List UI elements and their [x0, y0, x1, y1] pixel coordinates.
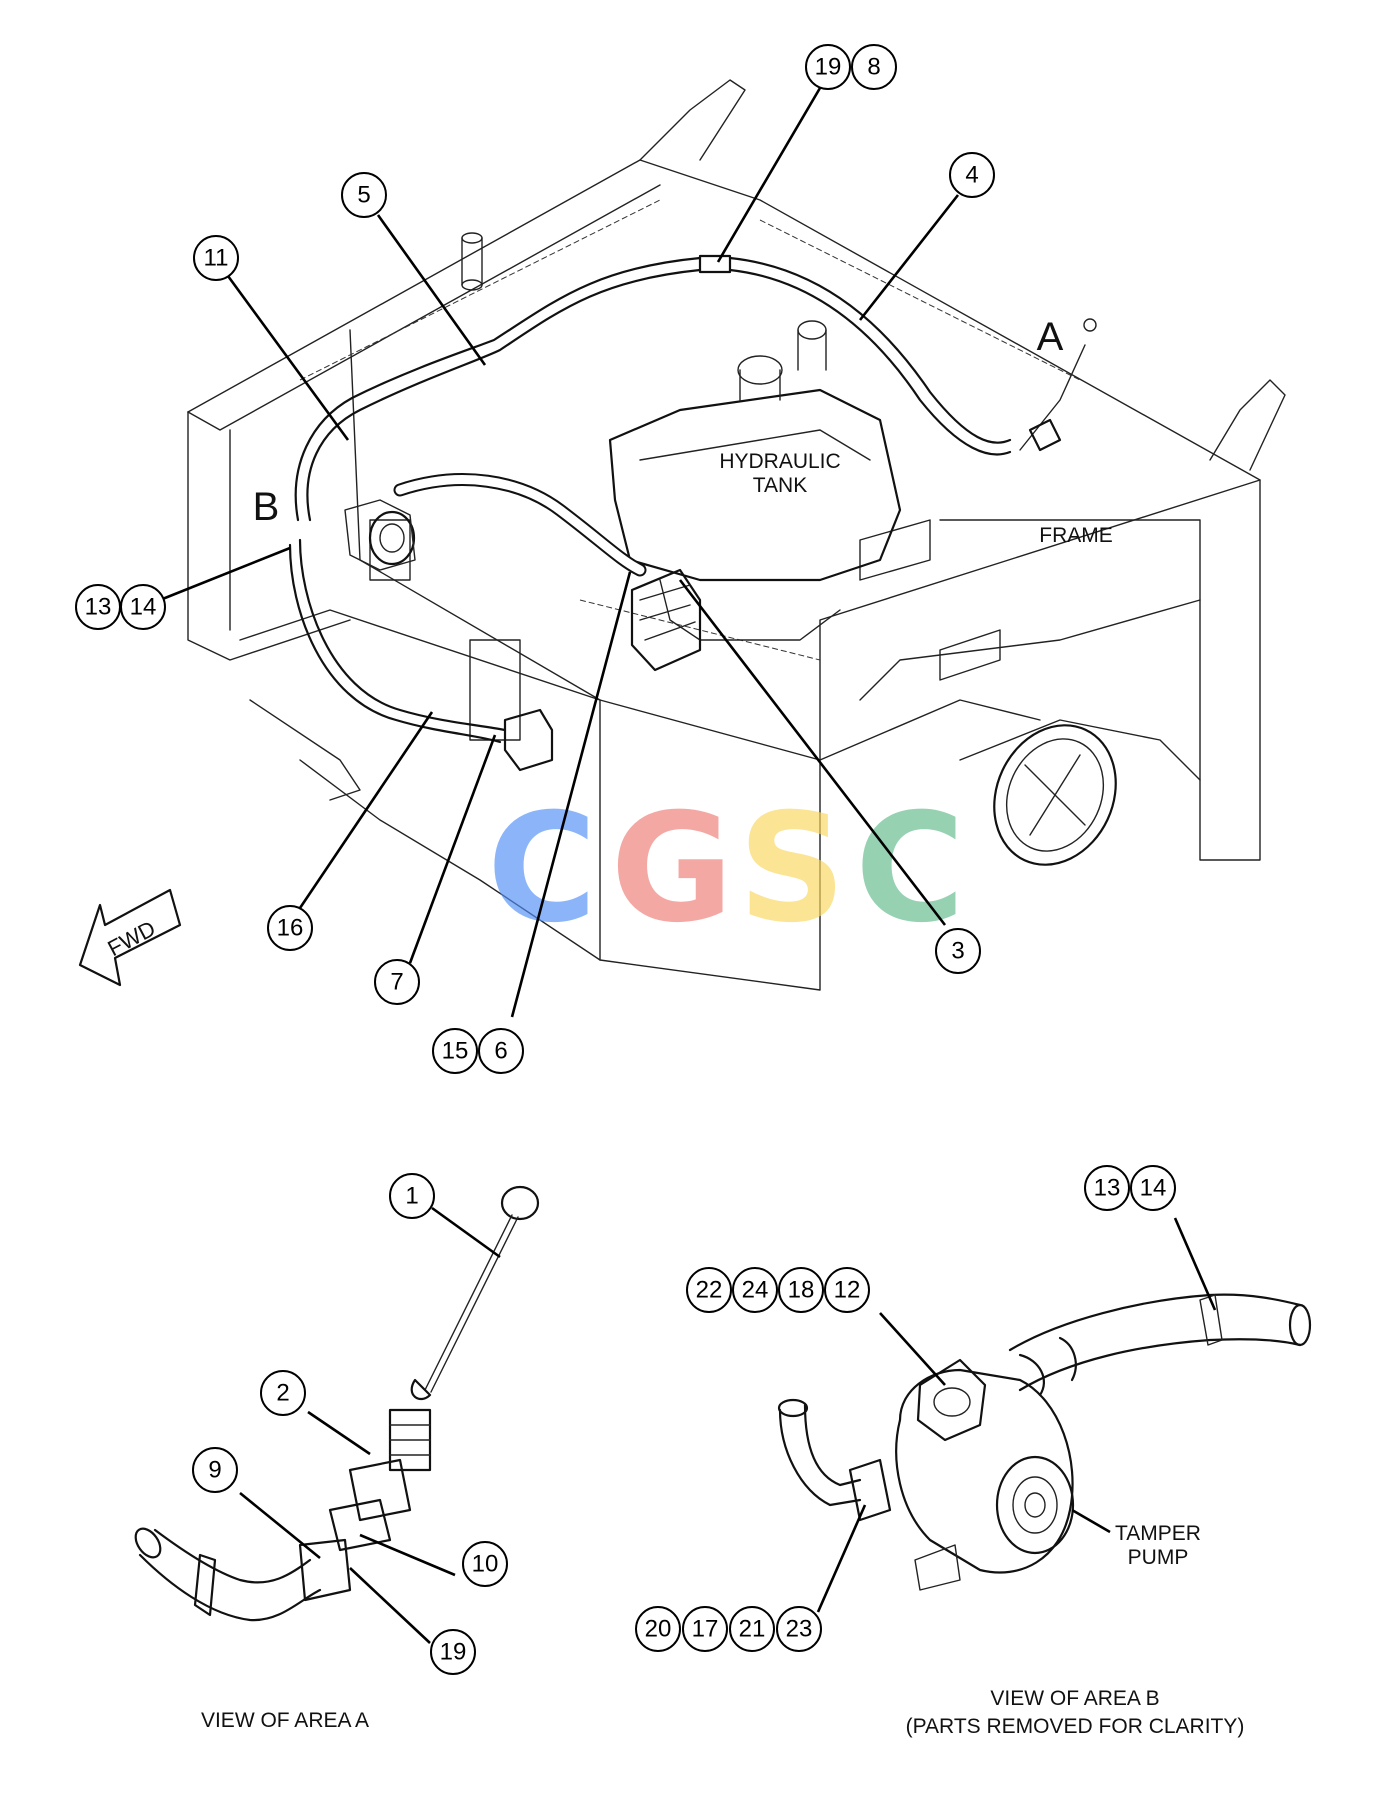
callout-19-area-a: 19 — [430, 1629, 476, 1675]
caption-area-b-line2: (PARTS REMOVED FOR CLARITY) — [906, 1715, 1245, 1738]
callout-14-main: 14 — [120, 584, 166, 630]
svg-text:1: 1 — [405, 1183, 418, 1210]
svg-text:13: 13 — [85, 594, 112, 621]
svg-text:23: 23 — [786, 1616, 813, 1643]
callout-3: 3 — [935, 928, 981, 974]
callout-10: 10 — [462, 1541, 508, 1587]
callout-24: 24 — [732, 1267, 778, 1313]
svg-text:14: 14 — [130, 594, 157, 621]
svg-text:11: 11 — [204, 245, 229, 272]
frame-label: FRAME — [1039, 524, 1113, 547]
callout-22: 22 — [686, 1267, 732, 1313]
svg-text:9: 9 — [208, 1457, 221, 1484]
callout-15: 15 — [432, 1028, 478, 1074]
svg-text:3: 3 — [951, 938, 964, 965]
svg-text:7: 7 — [390, 969, 403, 996]
svg-text:24: 24 — [742, 1277, 769, 1304]
callout-8: 8 — [851, 44, 897, 90]
callout-23: 23 — [776, 1606, 822, 1652]
svg-text:5: 5 — [357, 182, 370, 209]
svg-text:17: 17 — [692, 1616, 719, 1643]
fwd-arrow-icon: FWD — [78, 888, 182, 987]
callout-leaders-area-b — [816, 1217, 1217, 1613]
callout-17: 17 — [682, 1606, 728, 1652]
callout-1: 1 — [389, 1173, 435, 1219]
svg-text:19: 19 — [440, 1639, 467, 1666]
hydraulic-tank — [608, 320, 902, 641]
frame-structure — [187, 79, 1286, 991]
callout-9: 9 — [192, 1447, 238, 1493]
callout-13-area-b: 13 — [1084, 1165, 1130, 1211]
hoses-main — [288, 254, 1097, 744]
handwheel — [993, 724, 1117, 866]
caption-area-a: VIEW OF AREA A — [201, 1709, 369, 1732]
callout-6: 6 — [478, 1028, 524, 1074]
callout-13-main: 13 — [75, 584, 121, 630]
svg-text:20: 20 — [645, 1616, 672, 1643]
svg-text:4: 4 — [965, 162, 978, 189]
watermark-letter-3: S — [738, 782, 846, 956]
caption-area-b-line1: VIEW OF AREA B — [990, 1687, 1159, 1710]
svg-text:10: 10 — [472, 1551, 499, 1578]
watermark: C G S C — [487, 782, 965, 956]
svg-text:2: 2 — [276, 1380, 289, 1407]
valve-block-lower — [503, 708, 554, 772]
callout-12: 12 — [824, 1267, 870, 1313]
hydraulic-tank-label-line1: HYDRAULIC — [719, 450, 840, 473]
callout-7: 7 — [374, 959, 420, 1005]
valve-block-center — [630, 568, 702, 672]
callout-leaders — [159, 87, 960, 1018]
svg-text:13: 13 — [1094, 1175, 1121, 1202]
watermark-letter-2: G — [610, 782, 733, 956]
callout-2: 2 — [260, 1370, 306, 1416]
tamper-pump-label-line1: TAMPER — [1115, 1522, 1201, 1545]
svg-text:21: 21 — [739, 1616, 766, 1643]
callout-16: 16 — [267, 905, 313, 951]
callout-4: 4 — [949, 152, 995, 198]
callout-19-top: 19 — [805, 44, 851, 90]
callout-11: 11 — [193, 235, 239, 281]
svg-text:12: 12 — [834, 1277, 861, 1304]
callout-5: 5 — [341, 172, 387, 218]
callout-14-area-b: 14 — [1130, 1165, 1176, 1211]
hydraulic-tank-label-line2: TANK — [753, 474, 807, 497]
callout-18: 18 — [778, 1267, 824, 1313]
svg-text:16: 16 — [277, 915, 304, 942]
area-b-marker: B — [253, 485, 280, 529]
svg-text:14: 14 — [1140, 1175, 1167, 1202]
svg-text:19: 19 — [815, 54, 842, 81]
watermark-letter-1: C — [487, 782, 597, 956]
callout-20: 20 — [635, 1606, 681, 1652]
detail-area-b — [777, 1293, 1312, 1591]
svg-text:18: 18 — [788, 1277, 815, 1304]
detail-area-a — [134, 1185, 540, 1622]
svg-text:22: 22 — [696, 1277, 723, 1304]
callout-21: 21 — [729, 1606, 775, 1652]
watermark-letter-4: C — [855, 782, 965, 956]
area-a-marker: A — [1037, 315, 1064, 359]
tamper-pump-label-line2: PUMP — [1128, 1546, 1189, 1569]
callout-leaders-area-a — [239, 1206, 501, 1644]
svg-text:8: 8 — [867, 54, 880, 81]
svg-text:6: 6 — [494, 1038, 507, 1065]
callout-bubbles: 19 8 4 5 11 13 14 16 7 15 6 3 1 2 9 10 1… — [75, 44, 1176, 1675]
svg-text:15: 15 — [442, 1038, 469, 1065]
